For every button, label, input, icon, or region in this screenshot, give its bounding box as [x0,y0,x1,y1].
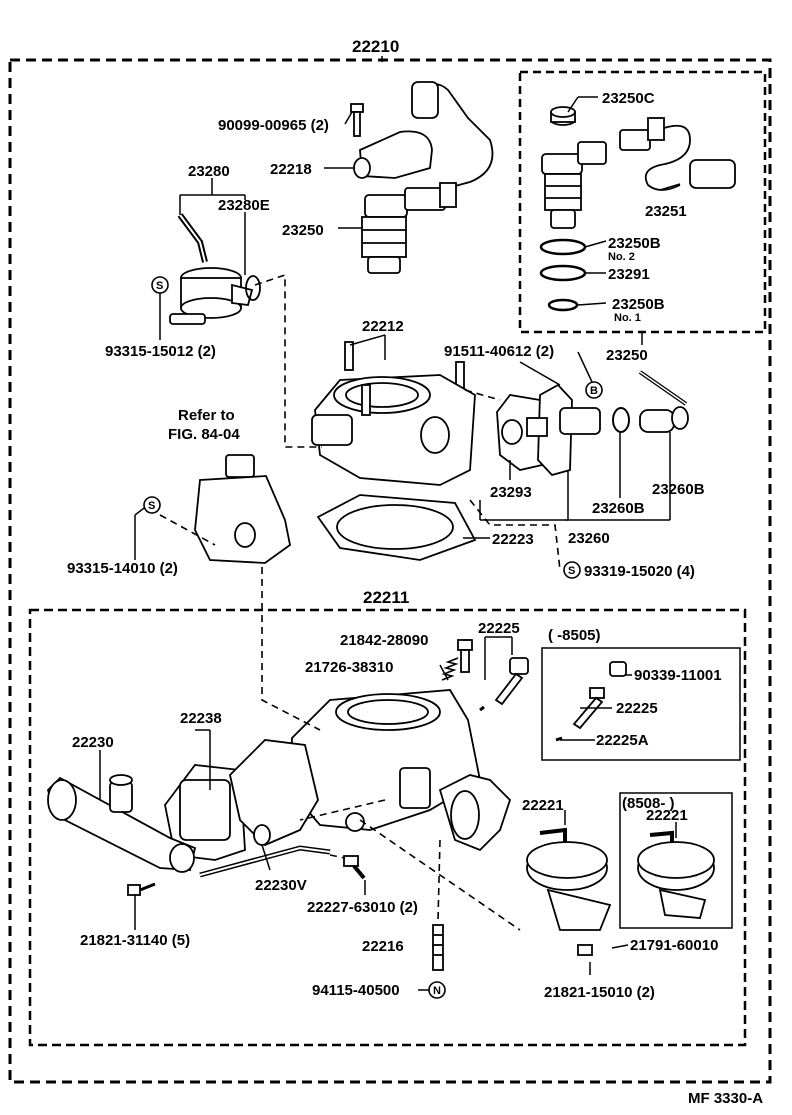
label-22223: 22223 [492,531,534,548]
refer-line-2: FIG. 84-04 [168,426,240,443]
screw-21842-icon [457,639,473,673]
label-93319: 93319-15020 (4) [584,563,695,580]
actuator-icon [194,454,291,564]
label-23260b-ring: 23260B [592,500,645,517]
connector-22218-icon [353,130,433,179]
label-90339: 90339-11001 [634,667,722,684]
label-23250: 23250 [282,222,324,239]
screw-22225-icon [479,657,529,712]
label-21726: 21726-38310 [305,659,393,676]
label-23280: 23280 [188,163,230,180]
label-21791: 21791-60010 [630,937,718,954]
circle-marker-s-3: S [563,561,581,579]
bolt-21821-31140-icon [127,882,156,896]
svg-text:S: S [568,565,575,577]
screw-early-22225-icon [555,661,627,742]
label-23250b-no1: 23250B [612,296,665,313]
range-early: ( -8505) [548,627,601,644]
label-22212: 22212 [362,318,404,335]
label-23280e: 23280E [218,197,270,214]
label-22227: 22227-63010 (2) [307,899,418,916]
label-23260b-hose: 23260B [652,481,705,498]
label-21821-15010: 21821-15010 (2) [544,984,655,1001]
stud-22216-icon [432,924,444,971]
svg-text:B: B [590,385,598,397]
gasket-22223-icon [316,494,477,561]
svg-text:N: N [433,985,441,997]
label-23250b-no2: 23250B [608,235,661,252]
label-23251: 23251 [645,203,687,220]
label-22225-early: 22225 [616,700,658,717]
injector-kit-icon [541,141,607,229]
label-21842: 21842-28090 [340,632,428,649]
throttle-body-22212-icon [311,341,476,486]
label-23293: 23293 [490,484,532,501]
label-22210: 22210 [352,37,399,56]
idle-valve-23260-icon [526,383,601,477]
label-22225-top: 22225 [478,620,520,637]
dashpot-22221-icon [526,827,612,956]
label-no2: No. 2 [608,251,635,263]
dashpot-late-22221-icon [637,830,715,919]
label-23291: 23291 [608,266,650,283]
bolt-90099-icon [350,103,364,137]
circle-marker-b: B [585,381,603,399]
injector-23250-icon [361,81,494,274]
cap-23250c-icon [550,106,576,126]
label-94115: 94115-40500 [312,982,400,999]
o-ring-23250b-no1-icon [547,298,579,312]
label-23250-kit: 23250 [606,347,648,364]
label-93315-15012: 93315-15012 (2) [105,343,216,360]
label-91511: 91511-40612 (2) [444,343,554,360]
drawing-code: MF 3330-A [688,1090,763,1107]
spring-21726-icon [441,657,459,681]
label-no1: No. 1 [614,312,641,324]
late-version-box [619,792,733,929]
leader-lines [99,96,681,991]
throttle-assembly-boundary [28,608,747,1047]
throttle-sensor-icon [399,767,512,852]
o-ring-23260b-icon [612,407,630,433]
circle-marker-s-2: S [143,496,161,514]
label-22225a: 22225A [596,732,649,749]
o-ring-23291-icon [539,264,587,282]
label-22230v: 22230V [255,877,307,894]
range-late: (8508- ) [622,795,675,812]
wire-harness-23251-icon [619,117,736,191]
label-21821-31140: 21821-31140 (5) [80,932,190,949]
gasket-22238-icon [164,764,246,861]
label-22221-late: 22221 [646,807,688,824]
label-22216: 22216 [362,938,404,955]
svg-text:S: S [148,500,155,512]
circle-marker-n: N [428,981,446,999]
label-22221-early: 22221 [522,797,564,814]
label-22238: 22238 [180,710,222,727]
main-assembly-boundary [8,58,772,1084]
throttle-body-lower-icon [289,689,482,832]
o-ring-23280e-icon [245,275,261,301]
svg-text:S: S [156,280,163,292]
circle-marker-s-1: S [151,276,169,294]
label-22218: 22218 [270,161,312,178]
label-23260: 23260 [568,530,610,547]
air-valve-22230-icon [46,774,197,873]
o-ring-23250b-no2-icon [539,238,587,256]
hose-23260b-icon [638,370,689,433]
label-93315-14010: 93315-14010 (2) [67,560,178,577]
label-23250c: 23250C [602,90,655,107]
early-version-box [541,647,741,761]
refer-line-1: Refer to [178,407,235,424]
label-22211: 22211 [363,588,409,607]
pressure-regulator-23280-icon [169,213,254,325]
bolt-22227-icon [343,855,366,880]
label-90099: 90099-00965 (2) [218,117,329,134]
label-22230: 22230 [72,734,114,751]
